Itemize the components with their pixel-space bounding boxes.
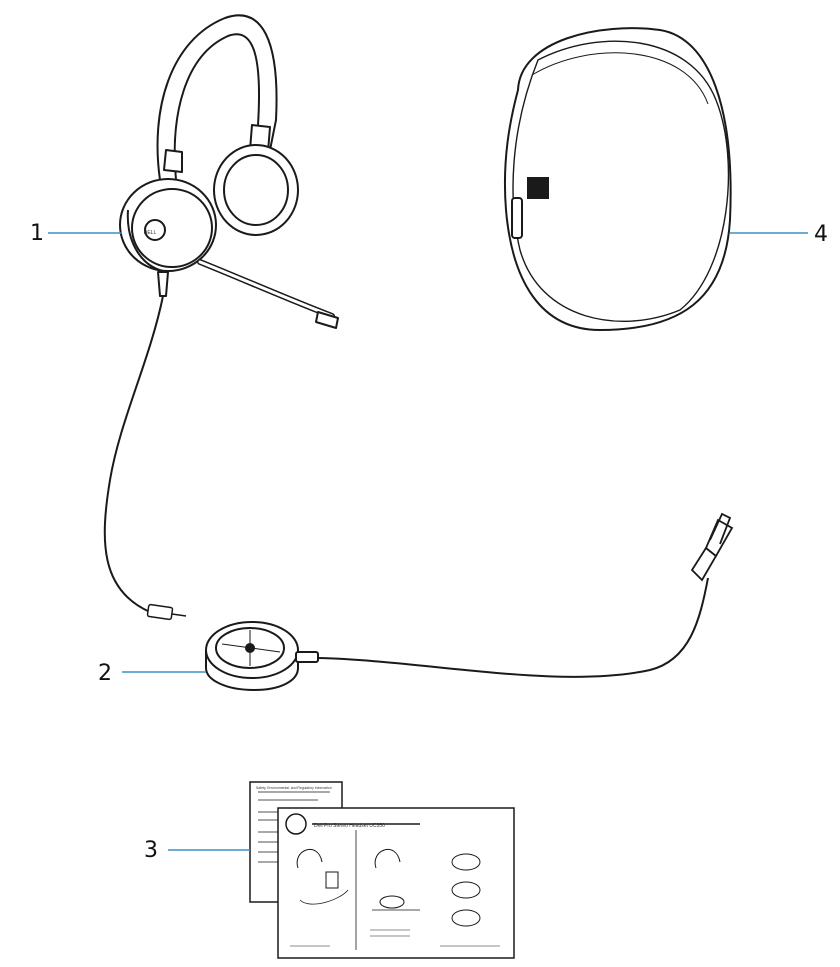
carrying-case-icon (503, 27, 732, 332)
headset-cable (103, 295, 164, 613)
headset-icon (119, 14, 339, 329)
callout-3: 3 (144, 838, 250, 863)
control-unit-icon (205, 621, 319, 692)
callout-2: 2 (98, 661, 206, 686)
headset-logo: DELL (144, 230, 157, 236)
callout-4: 4 (730, 222, 828, 247)
callout-number-2: 2 (98, 661, 112, 686)
callout-number-4: 4 (814, 222, 828, 247)
callout-1: 1 (30, 221, 122, 246)
callout-number-3: 3 (144, 838, 158, 863)
doc-back-title: Safety, Environmental, and Regulatory In… (256, 786, 332, 790)
usb-connector-icon (690, 512, 734, 582)
document-icon (249, 781, 515, 959)
callout-number-1: 1 (30, 221, 44, 246)
audio-jack-icon (146, 603, 187, 621)
doc-front-title: Dell Pro Stereo Headset UC350 (314, 823, 385, 829)
usb-cable (317, 577, 709, 678)
